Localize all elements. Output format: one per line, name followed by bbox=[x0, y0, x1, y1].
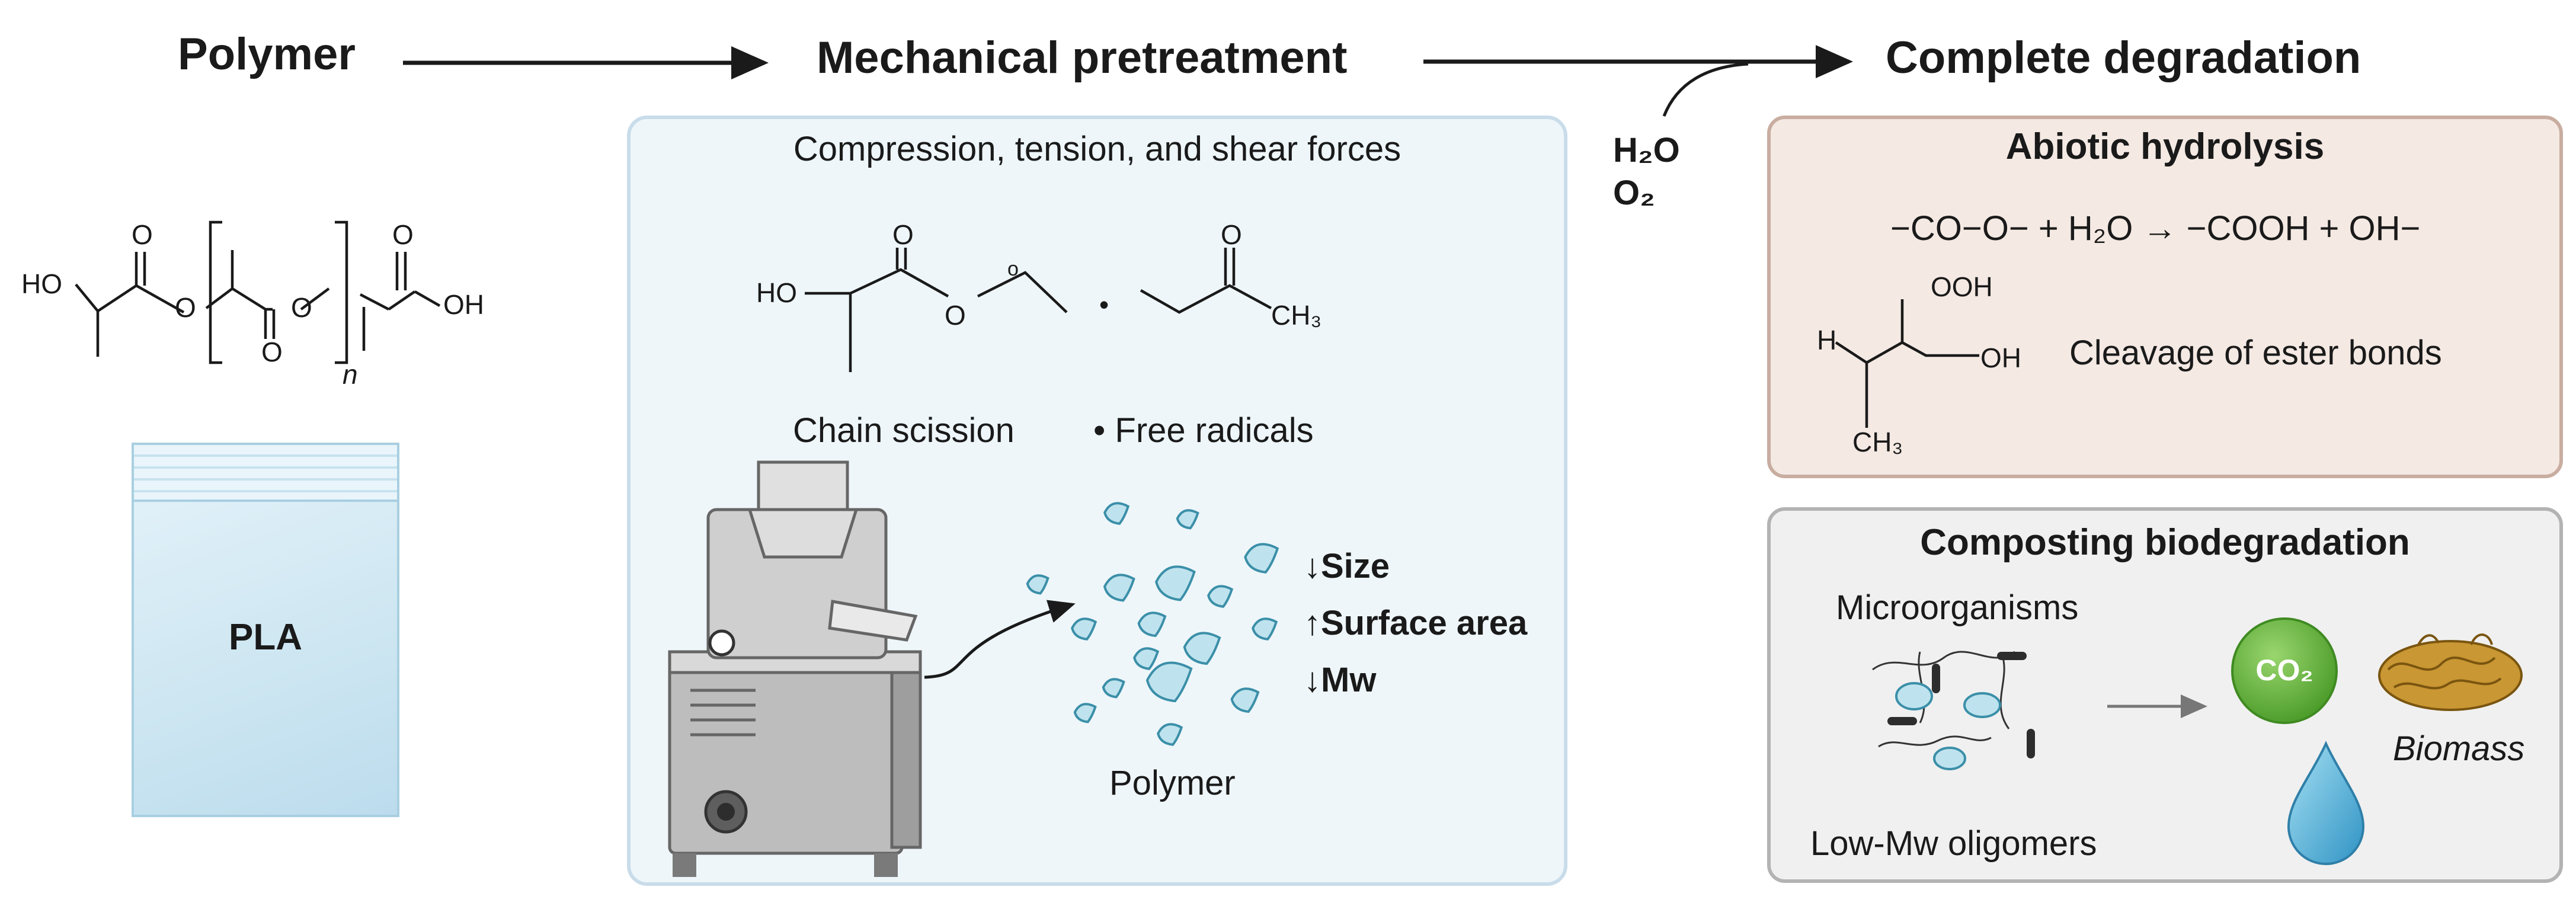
hydrolysis-structure bbox=[1835, 299, 1979, 428]
polymer-fragment bbox=[1176, 509, 1199, 530]
hydrolysis-panel bbox=[1767, 116, 2563, 478]
polymer-fragment bbox=[1026, 574, 1049, 595]
co2-bubble-icon bbox=[2231, 617, 2338, 724]
polymer-fragment bbox=[1102, 678, 1125, 699]
bag-zip-strip bbox=[132, 443, 399, 502]
pla-ho: HO bbox=[21, 268, 62, 299]
pla-o-link-mid: O bbox=[291, 292, 312, 323]
polymer-fragment bbox=[1071, 617, 1097, 641]
pla-o-top-right: O bbox=[392, 219, 414, 250]
mech-o-radical: o bbox=[1007, 258, 1019, 280]
polymer-fragment bbox=[1252, 617, 1278, 641]
pla-structure bbox=[75, 220, 441, 364]
polymer-fragment bbox=[1073, 703, 1097, 723]
polymer-fragment bbox=[1157, 723, 1183, 746]
bag-label: PLA bbox=[229, 617, 302, 658]
biomass-icon bbox=[2378, 633, 2523, 711]
co2-label: CO₂ bbox=[2255, 654, 2313, 687]
pla-bag-icon bbox=[132, 443, 399, 817]
polymer-fragment bbox=[1145, 661, 1193, 703]
product-polymer-label: Polymer bbox=[1109, 764, 1236, 802]
effect-surface-area: ↑Surface area bbox=[1304, 604, 1528, 642]
hyd-ch3: CH₃ bbox=[1852, 427, 1903, 457]
oligomers-label: Low-Mw oligomers bbox=[1810, 824, 2097, 863]
header-polymer: Polymer bbox=[178, 29, 356, 79]
polymer-fragment bbox=[1103, 574, 1135, 602]
header-mechanical: Mechanical pretreatment bbox=[817, 33, 1348, 83]
polymer-fragment bbox=[1207, 585, 1234, 608]
mech-ho: HO bbox=[756, 277, 797, 308]
polymer-fragment bbox=[1244, 543, 1279, 574]
pla-n: n bbox=[343, 359, 358, 390]
polymer-fragment bbox=[1155, 565, 1196, 601]
polymer-fragment bbox=[1103, 502, 1130, 525]
grinding-mill-icon bbox=[668, 460, 922, 877]
chain-scission-structure bbox=[805, 248, 1068, 372]
chain-scission-label: Chain scission bbox=[793, 411, 1015, 450]
forces-label: Compression, tension, and shear forces bbox=[793, 130, 1401, 168]
microorganisms-label: Microorganisms bbox=[1836, 588, 2079, 627]
hyd-oh: OH bbox=[1980, 342, 2021, 373]
hydrolysis-equation: −CO−O− + H₂O → −COOH + OH− bbox=[1890, 209, 2421, 248]
pla-oh: OH bbox=[443, 289, 484, 320]
pla-o-top-left: O bbox=[132, 219, 153, 250]
polymer-fragment bbox=[1230, 687, 1260, 713]
mech-o-ester: O bbox=[945, 300, 966, 331]
polymer-fragments-icon bbox=[1026, 502, 1279, 746]
hyd-ooh: OOH bbox=[1931, 271, 1993, 302]
polymer-fragment bbox=[1133, 647, 1160, 670]
effect-mw: ↓Mw bbox=[1304, 661, 1377, 699]
pla-o-carbonyl-mid: O bbox=[261, 337, 283, 367]
mech-o-ketone: O bbox=[1221, 219, 1242, 250]
free-radicals-label: • Free radicals bbox=[1093, 411, 1314, 450]
microorganisms-icon bbox=[1872, 651, 2035, 770]
hydrolysis-title: Abiotic hydrolysis bbox=[2005, 126, 2325, 167]
oxygen-input: O₂ bbox=[1613, 174, 1655, 212]
polymer-fragment bbox=[1183, 632, 1221, 665]
hyd-h: H bbox=[1817, 325, 1836, 356]
mech-o-carbonyl: O bbox=[892, 219, 914, 250]
mech-ch3: CH₃ bbox=[1271, 300, 1321, 331]
free-radical-structure bbox=[1140, 248, 1272, 314]
water-drop-icon bbox=[2287, 741, 2365, 865]
mech-radical-dot: • bbox=[1099, 289, 1109, 320]
effect-size: ↓Size bbox=[1304, 547, 1390, 585]
water-input: H₂O bbox=[1613, 131, 1680, 169]
biomass-label: Biomass bbox=[2393, 729, 2525, 768]
header-complete: Complete degradation bbox=[1886, 33, 2361, 83]
composting-title: Composting biodegradation bbox=[1920, 522, 2410, 563]
pla-o-link-left: O bbox=[175, 292, 196, 323]
polymer-fragment bbox=[1137, 612, 1167, 638]
input-curve bbox=[1662, 62, 1749, 117]
mill-to-fragments-arrow bbox=[924, 600, 1076, 679]
hydrolysis-caption: Cleavage of ester bonds bbox=[2069, 334, 2442, 372]
